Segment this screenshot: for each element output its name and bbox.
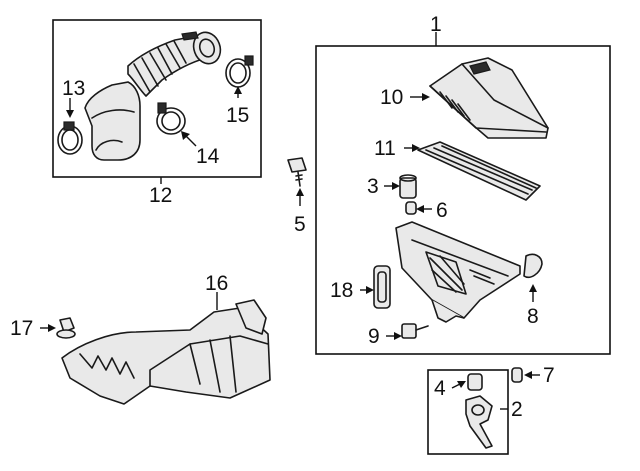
callout-16: 16 bbox=[205, 272, 228, 295]
group-box-2 bbox=[427, 369, 509, 455]
grommet-3 bbox=[399, 174, 417, 199]
callout-4: 4 bbox=[434, 377, 446, 400]
air-cleaner-cover-10 bbox=[429, 57, 549, 139]
insert-6 bbox=[405, 201, 417, 215]
hose-clamp-13 bbox=[57, 121, 83, 155]
push-pin-17 bbox=[56, 317, 76, 339]
air-duct-16 bbox=[61, 299, 271, 405]
callout-5: 5 bbox=[294, 213, 306, 236]
callout-13: 13 bbox=[62, 77, 85, 100]
callout-6: 6 bbox=[436, 199, 448, 222]
callout-15: 15 bbox=[226, 104, 249, 127]
group-box-1 bbox=[315, 45, 611, 355]
air-filter-element-11 bbox=[417, 141, 541, 201]
hose-piece-8 bbox=[523, 253, 543, 279]
callout-2: 2 bbox=[511, 398, 523, 421]
callout-7: 7 bbox=[543, 364, 555, 387]
bolt-9 bbox=[401, 323, 429, 339]
bolt-5 bbox=[287, 157, 307, 187]
callout-1: 1 bbox=[430, 13, 442, 36]
intake-hose-assembly bbox=[84, 31, 222, 161]
hose-clamp-15 bbox=[225, 55, 254, 88]
callout-11: 11 bbox=[374, 137, 396, 160]
callout-9: 9 bbox=[368, 325, 380, 348]
air-cleaner-lower-body bbox=[395, 221, 521, 323]
sensor-2 bbox=[465, 395, 493, 449]
grommet-4 bbox=[467, 373, 483, 391]
callout-12: 12 bbox=[149, 184, 172, 207]
callout-14: 14 bbox=[196, 145, 220, 168]
callout-3: 3 bbox=[367, 175, 379, 198]
callout-8: 8 bbox=[527, 305, 539, 328]
insert-7 bbox=[511, 367, 523, 383]
callout-18: 18 bbox=[330, 279, 353, 302]
seal-18 bbox=[373, 265, 391, 309]
callout-10: 10 bbox=[380, 86, 403, 109]
hose-clamp-14 bbox=[156, 102, 186, 135]
group-box-12 bbox=[52, 19, 262, 178]
callout-17: 17 bbox=[10, 317, 33, 340]
